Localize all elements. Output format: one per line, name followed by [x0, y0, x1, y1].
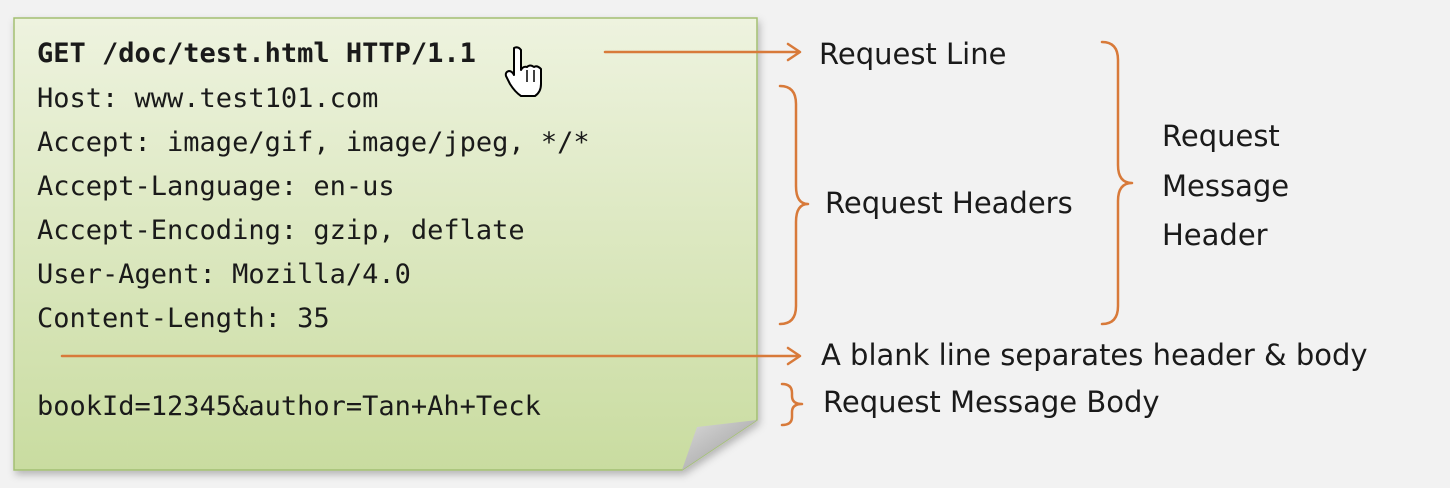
label-request-line: Request Line [819, 37, 1007, 71]
label-message-header-3: Header [1162, 218, 1268, 252]
header-accept-encoding: Accept-Encoding: gzip, deflate [37, 215, 525, 246]
header-accept-language: Accept-Language: en-us [37, 171, 395, 202]
request-line-text: GET /doc/test.html HTTP/1.1 [37, 38, 476, 69]
header-user-agent: User-Agent: Mozilla/4.0 [37, 259, 411, 290]
header-accept: Accept: image/gif, image/jpeg, */* [37, 127, 590, 158]
header-content-length: Content-Length: 35 [37, 303, 330, 334]
label-message-header-1: Request [1162, 119, 1280, 153]
label-message-body: Request Message Body [823, 385, 1160, 419]
request-body-text: bookId=12345&author=Tan+Ah+Teck [37, 391, 541, 422]
label-request-headers: Request Headers [825, 186, 1073, 220]
page-curl [682, 420, 757, 470]
label-message-header-2: Message [1162, 169, 1290, 203]
header-host: Host: www.test101.com [37, 83, 379, 114]
label-blank-line: A blank line separates header & body [821, 338, 1368, 372]
